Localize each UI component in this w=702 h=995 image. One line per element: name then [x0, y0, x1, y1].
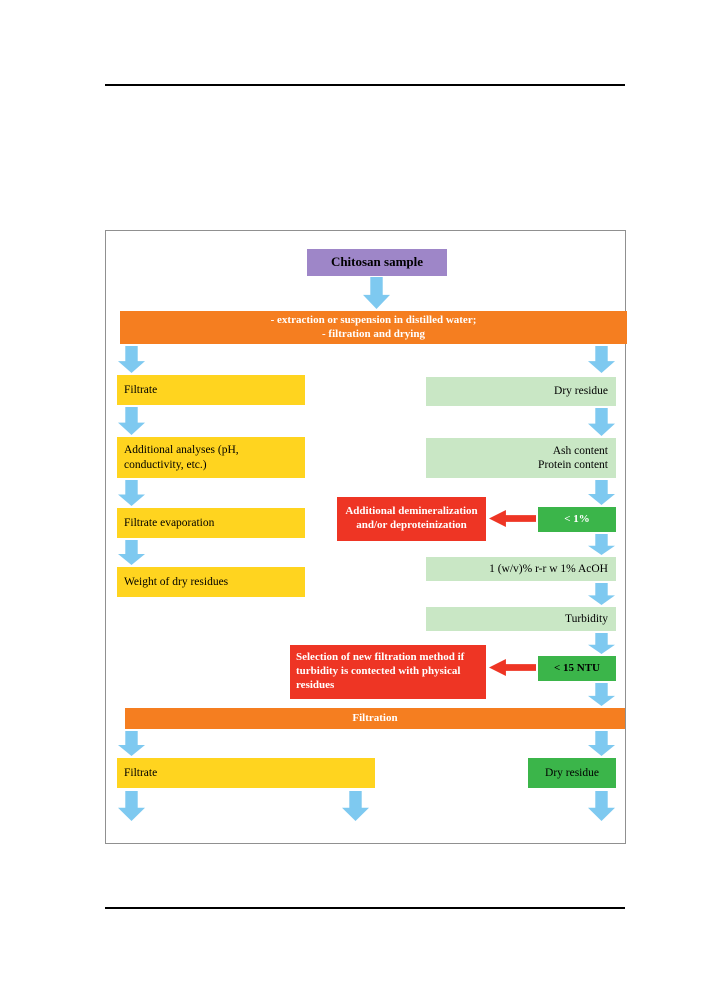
node-output-filtrate: Filtrate — [117, 758, 375, 788]
node-filtrate: Filtrate — [117, 375, 305, 405]
node-weight-dry-residues: Weight of dry residues — [117, 567, 305, 597]
node-turbidity-threshold: < 15 NTU — [538, 656, 616, 681]
node-acoh-solution: 1 (w/v)% r-r w 1% AcOH — [426, 557, 616, 581]
node-ash-protein-content: Ash content Protein content — [426, 438, 616, 478]
node-additional-analyses: Additional analyses (pH, conductivity, e… — [117, 437, 305, 478]
node-extraction-step: - extraction or suspension in distilled … — [120, 311, 627, 344]
node-chitosan-sample: Chitosan sample — [307, 249, 447, 276]
node-filtrate-evaporation: Filtrate evaporation — [117, 508, 305, 538]
node-demineralization-alert: Additional demineralization and/or depro… — [337, 497, 486, 541]
bottom-horizontal-rule — [105, 907, 625, 909]
node-dry-residue: Dry residue — [426, 377, 616, 406]
top-horizontal-rule — [105, 84, 625, 86]
node-ash-threshold: < 1% — [538, 507, 616, 532]
node-filtration-step: Filtration — [125, 708, 625, 729]
node-output-dry-residue: Dry residue — [528, 758, 616, 788]
node-turbidity: Turbidity — [426, 607, 616, 631]
node-new-filtration-alert: Selection of new filtration method if tu… — [290, 645, 486, 699]
